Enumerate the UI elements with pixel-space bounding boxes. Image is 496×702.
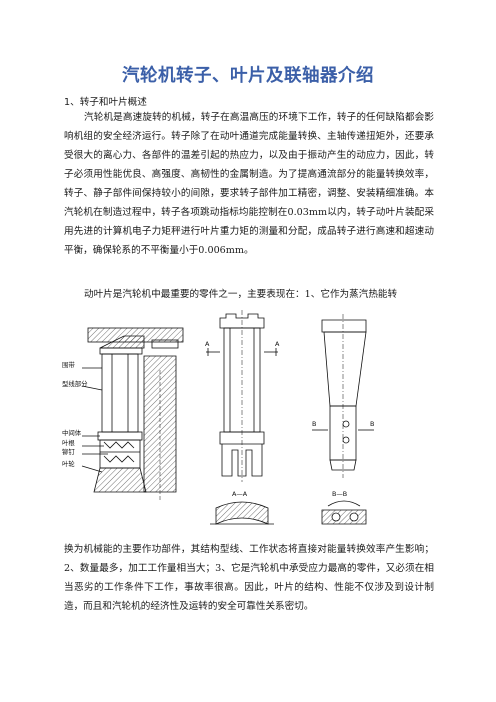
blade-figure: 围带 型线部分 中间体 叶根 铆钉 叶轮 A — [60, 310, 440, 542]
blade-drawing-svg: 围带 型线部分 中间体 叶根 铆钉 叶轮 A — [62, 310, 374, 525]
section-heading: 1、转子和叶片概述 — [64, 97, 147, 108]
label-section-b-left: B — [312, 420, 316, 428]
label-shroud: 围带 — [62, 361, 75, 369]
label-section-b-right: B — [370, 420, 374, 428]
label-wheel: 叶轮 — [62, 459, 75, 468]
label-root: 叶根 — [62, 438, 75, 447]
paragraph-blade-details: 换为机械能的主要作功部件，其结构型线、工作状态将直接对能量转换效率产生影响；2、… — [64, 544, 434, 612]
paragraph-rotor-overview: 汽轮机是高速旋转的机械，转子在高温高压的环境下工作，转子的任何缺陷都会影响机组的… — [64, 112, 434, 256]
label-section-a-right: A — [275, 340, 280, 348]
label-section-bb: B—B — [332, 490, 347, 498]
page-title: 汽轮机转子、叶片及联轴器介绍 — [122, 66, 374, 86]
label-profile: 型线部分 — [62, 379, 88, 388]
paragraph-blade-intro: 动叶片是汽轮机中最重要的零件之一，主要表现在：1、它作为蒸汽热能转 — [84, 289, 398, 300]
label-spacer: 中间体 — [62, 428, 82, 437]
blade-front-view — [206, 310, 278, 525]
blade-side-view — [312, 314, 374, 525]
label-section-aa: A—A — [232, 490, 248, 498]
label-rivet: 铆钉 — [62, 447, 75, 456]
assembly-section — [81, 327, 184, 500]
label-section-a-left: A — [205, 340, 210, 348]
